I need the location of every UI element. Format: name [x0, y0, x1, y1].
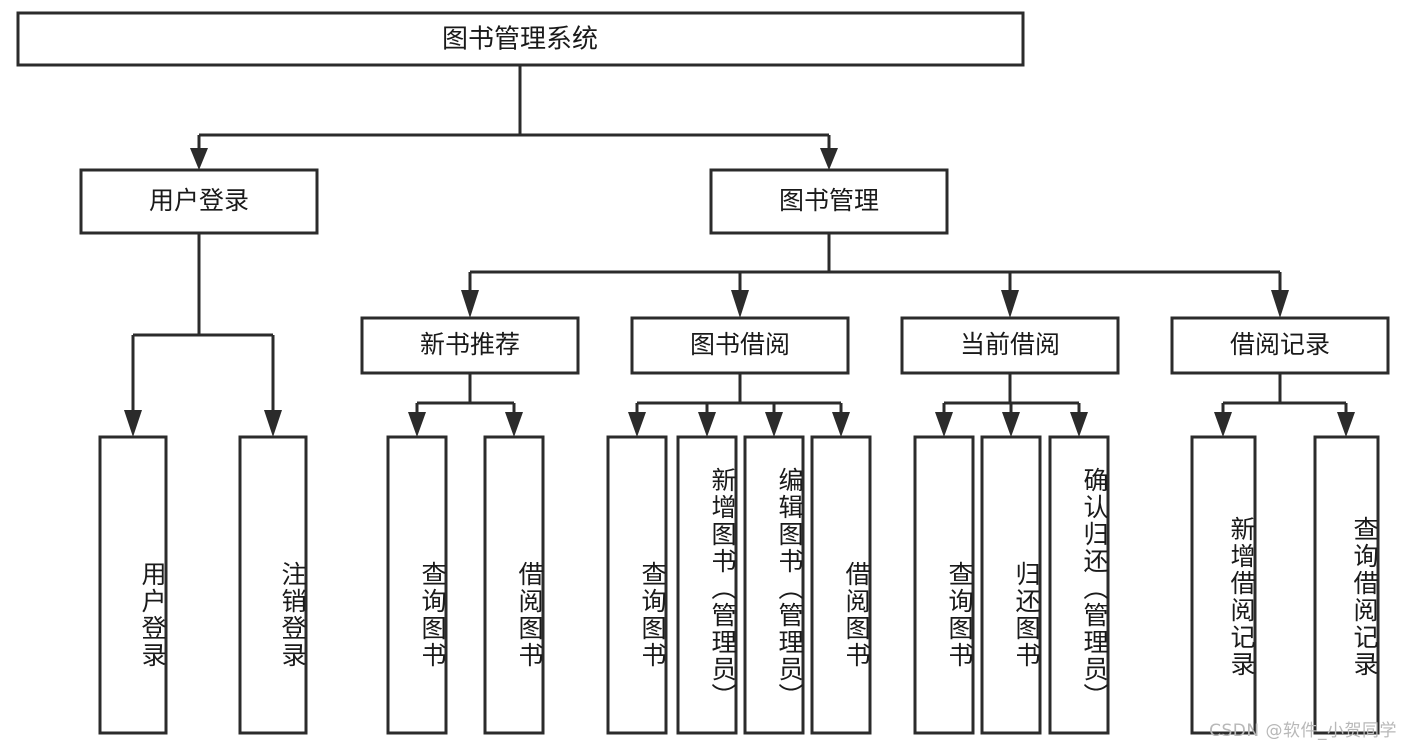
node-leaf-query-book-1-rect[interactable] — [386, 435, 448, 735]
node-new-book-rec-label: 新书推荐 — [420, 330, 520, 359]
node-leaf-user-login-rect[interactable] — [98, 435, 168, 735]
connector-group-current-borrow-to-leaves — [935, 373, 1088, 437]
node-current-borrow-label: 当前借阅 — [960, 330, 1060, 359]
node-leaf-confirm-return-label: 确认归还（管理员） — [1080, 466, 1109, 710]
node-leaf-borrow-book-1-label: 借阅图书 — [515, 561, 544, 669]
node-leaf-query-book-2-rect[interactable] — [606, 435, 668, 735]
node-book-manage-rect[interactable] — [709, 168, 949, 235]
leaf-rect-group — [98, 435, 1380, 735]
arrow-head-current-borrow — [1001, 290, 1019, 318]
node-book-borrow[interactable]: 图书借阅 — [630, 316, 850, 375]
connector-group-user-login-to-leaves — [124, 233, 282, 437]
node-leaf-confirm-return-rect[interactable] — [1048, 435, 1110, 735]
node-book-manage-label: 图书管理 — [779, 186, 879, 215]
arrow-head-book-borrow — [731, 290, 749, 318]
node-leaf-borrow-book-2-label: 借阅图书 — [842, 561, 871, 669]
arrow-head-book-manage — [820, 148, 838, 170]
arrow-head-leaf-query-book-1 — [408, 412, 426, 437]
node-leaf-borrow-book-2-rect[interactable] — [810, 435, 872, 735]
arrow-head-leaf-add-record — [1214, 412, 1232, 437]
node-leaf-edit-book-label: 编辑图书（管理员） — [775, 466, 804, 710]
arrow-head-leaf-user-login — [124, 410, 142, 437]
arrow-head-leaf-query-book-2 — [628, 412, 646, 437]
node-user-login-rect[interactable] — [79, 168, 319, 235]
node-leaf-user-login-label: 用户登录 — [138, 561, 167, 669]
node-leaf-query-book-3-rect[interactable] — [913, 435, 975, 735]
arrow-head-borrow-record — [1271, 290, 1289, 318]
arrow-head-leaf-confirm-return — [1070, 412, 1088, 437]
connector-group-new-book-rec-to-leaves — [408, 373, 523, 437]
node-book-manage[interactable]: 图书管理 — [709, 168, 949, 235]
node-borrow-record[interactable]: 借阅记录 — [1170, 316, 1390, 375]
node-borrow-record-label: 借阅记录 — [1230, 330, 1330, 359]
node-leaf-add-book-label: 新增图书（管理员） — [708, 466, 737, 710]
arrow-head-leaf-return-book — [1002, 412, 1020, 437]
node-book-borrow-label: 图书借阅 — [690, 330, 790, 359]
node-new-book-rec[interactable]: 新书推荐 — [360, 316, 580, 375]
node-leaf-borrow-book-1-rect[interactable] — [483, 435, 545, 735]
node-leaf-query-record-label: 查询借阅记录 — [1350, 515, 1379, 678]
node-leaf-add-record-rect[interactable] — [1190, 435, 1257, 735]
connector-group-root-to-level2 — [190, 65, 838, 170]
node-leaf-logout-rect[interactable] — [238, 435, 308, 735]
node-leaf-add-book-rect[interactable] — [676, 435, 738, 735]
node-root[interactable]: 图书管理系统 — [16, 11, 1025, 67]
arrow-head-leaf-query-record — [1337, 412, 1355, 437]
arrow-head-new-book-rec — [461, 290, 479, 318]
arrow-head-leaf-borrow-book-2 — [832, 412, 850, 437]
node-borrow-record-rect[interactable] — [1170, 316, 1390, 375]
arrow-head-leaf-add-book — [698, 412, 716, 437]
node-leaf-logout-label: 注销登录 — [278, 561, 307, 669]
node-leaf-query-record-rect[interactable] — [1313, 435, 1380, 735]
node-root-label: 图书管理系统 — [442, 25, 598, 55]
node-current-borrow-rect[interactable] — [900, 316, 1120, 375]
connector-group-book-manage-to-level3 — [461, 233, 1289, 318]
arrow-head-leaf-logout — [264, 410, 282, 437]
node-book-borrow-rect[interactable] — [630, 316, 850, 375]
connector-group-borrow-record-to-leaves — [1214, 373, 1355, 437]
arrow-head-leaf-borrow-book-1 — [505, 412, 523, 437]
arrow-head-leaf-query-book-3 — [935, 412, 953, 437]
node-leaf-query-book-3-label: 查询图书 — [945, 561, 974, 669]
connector-group-book-borrow-to-leaves — [628, 373, 850, 437]
arrow-head-user-login — [190, 148, 208, 170]
node-user-login-label: 用户登录 — [149, 186, 249, 215]
node-root-rect[interactable] — [16, 11, 1025, 67]
node-leaf-query-book-1-label: 查询图书 — [418, 561, 447, 669]
node-leaf-return-book-rect[interactable] — [980, 435, 1042, 735]
node-current-borrow[interactable]: 当前借阅 — [900, 316, 1120, 375]
node-new-book-rec-rect[interactable] — [360, 316, 580, 375]
node-leaf-add-record-label: 新增借阅记录 — [1227, 515, 1256, 678]
arrow-head-leaf-edit-book — [765, 412, 783, 437]
node-leaf-query-book-2-label: 查询图书 — [638, 561, 667, 669]
node-leaf-return-book-label: 归还图书 — [1012, 561, 1041, 669]
node-user-login[interactable]: 用户登录 — [79, 168, 319, 235]
node-leaf-edit-book-rect[interactable] — [743, 435, 805, 735]
